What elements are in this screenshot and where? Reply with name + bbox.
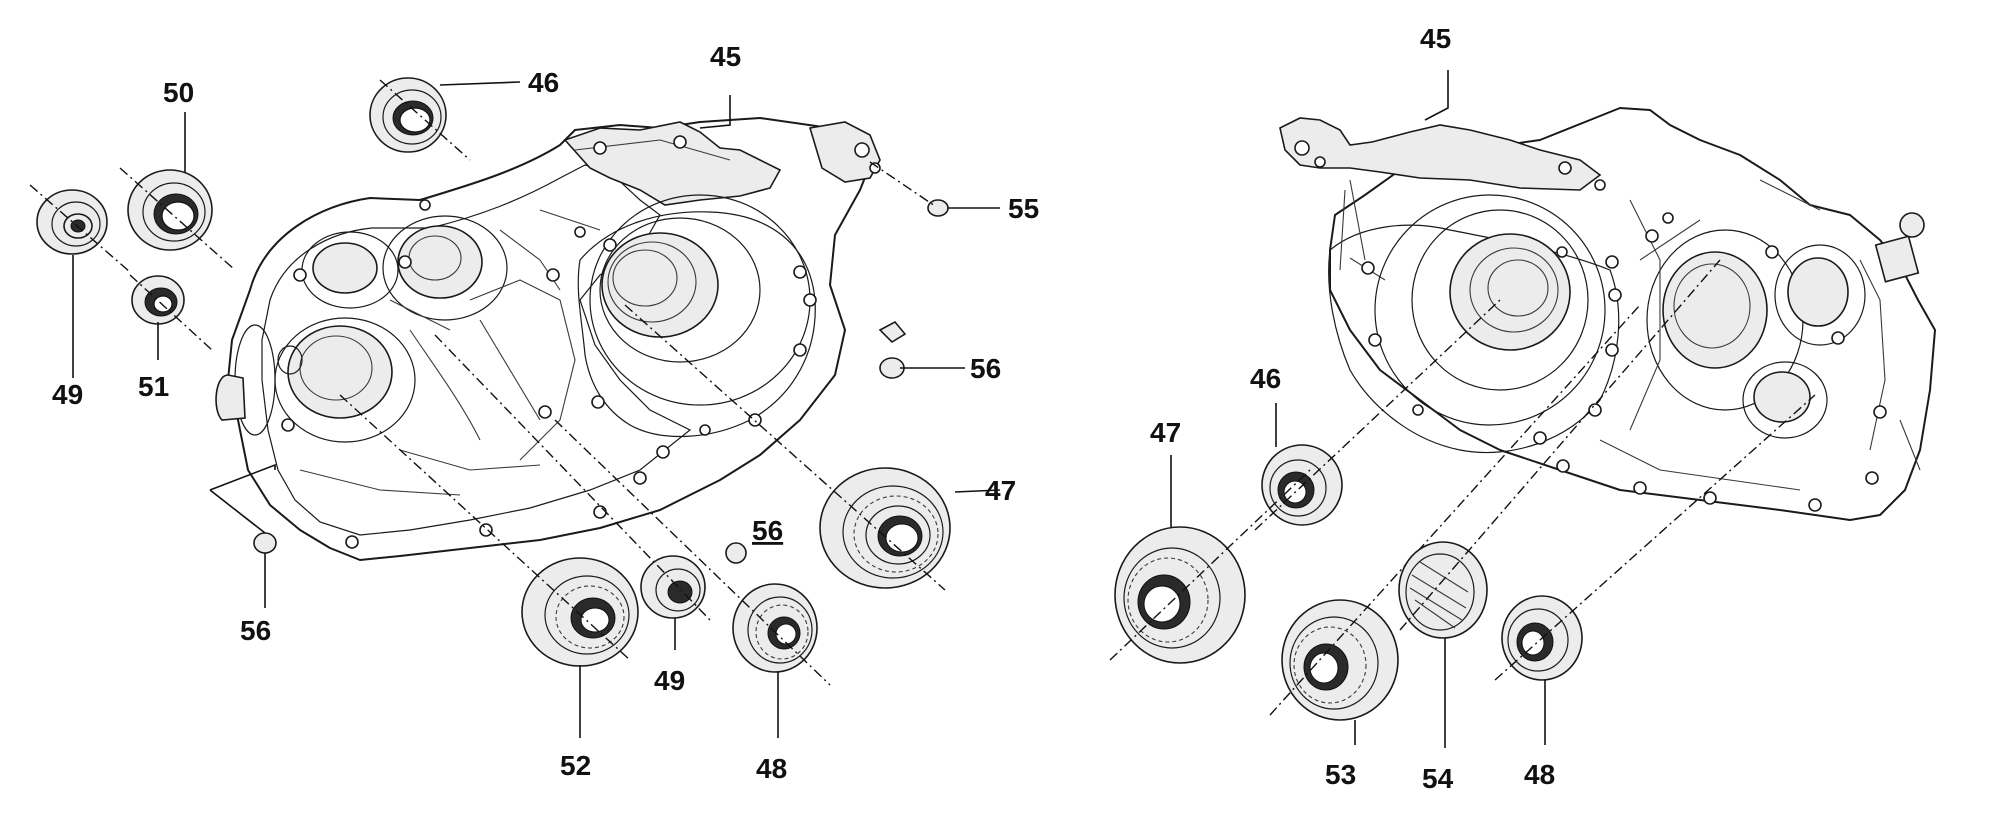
callout-47: 47 (985, 475, 1016, 506)
callout-48: 48 (1524, 759, 1555, 790)
part-48-right (1494, 394, 1816, 681)
left-crankcase-half (215, 117, 881, 561)
callout-56: 56 (752, 515, 783, 546)
callout-labels-left: 45 46 50 49 51 55 56 47 56 56 49 52 48 (52, 41, 1039, 784)
part-46-right (1254, 299, 1501, 531)
part-54 (1398, 259, 1721, 639)
part-47-right (1109, 469, 1311, 664)
callout-56: 56 (240, 615, 271, 646)
part-53 (1269, 304, 1641, 721)
callout-49: 49 (654, 665, 685, 696)
part-51 (129, 274, 213, 351)
callout-labels-right: 45 46 47 53 54 48 (1150, 23, 1555, 794)
callout-55: 55 (1008, 193, 1039, 224)
callout-52: 52 (560, 750, 591, 781)
callout-50: 50 (163, 77, 194, 108)
callout-46: 46 (1250, 363, 1281, 394)
left-parts (29, 77, 951, 686)
part-48-left (554, 419, 831, 686)
callout-45: 45 (710, 41, 741, 72)
right-case-bolt-holes (1361, 161, 1887, 512)
left-case-bolt-holes (281, 199, 817, 549)
callout-54: 54 (1422, 763, 1454, 794)
dowel-pins-left (253, 161, 949, 564)
callout-51: 51 (138, 371, 169, 402)
callout-46: 46 (528, 67, 559, 98)
part-49-left (29, 184, 131, 273)
part-50 (119, 167, 236, 271)
callout-47: 47 (1150, 417, 1181, 448)
part-49-middle (434, 334, 711, 621)
callout-56: 56 (970, 353, 1001, 384)
part-52 (339, 394, 639, 667)
part-47-left (624, 304, 951, 591)
part-46-left (369, 77, 471, 161)
right-crankcase-half (1279, 107, 1936, 521)
callout-48: 48 (756, 753, 787, 784)
callout-49: 49 (52, 379, 83, 410)
right-parts (1109, 259, 1816, 721)
leader-lines (72, 70, 1546, 748)
callout-45: 45 (1420, 23, 1451, 54)
callout-53: 53 (1325, 759, 1356, 790)
